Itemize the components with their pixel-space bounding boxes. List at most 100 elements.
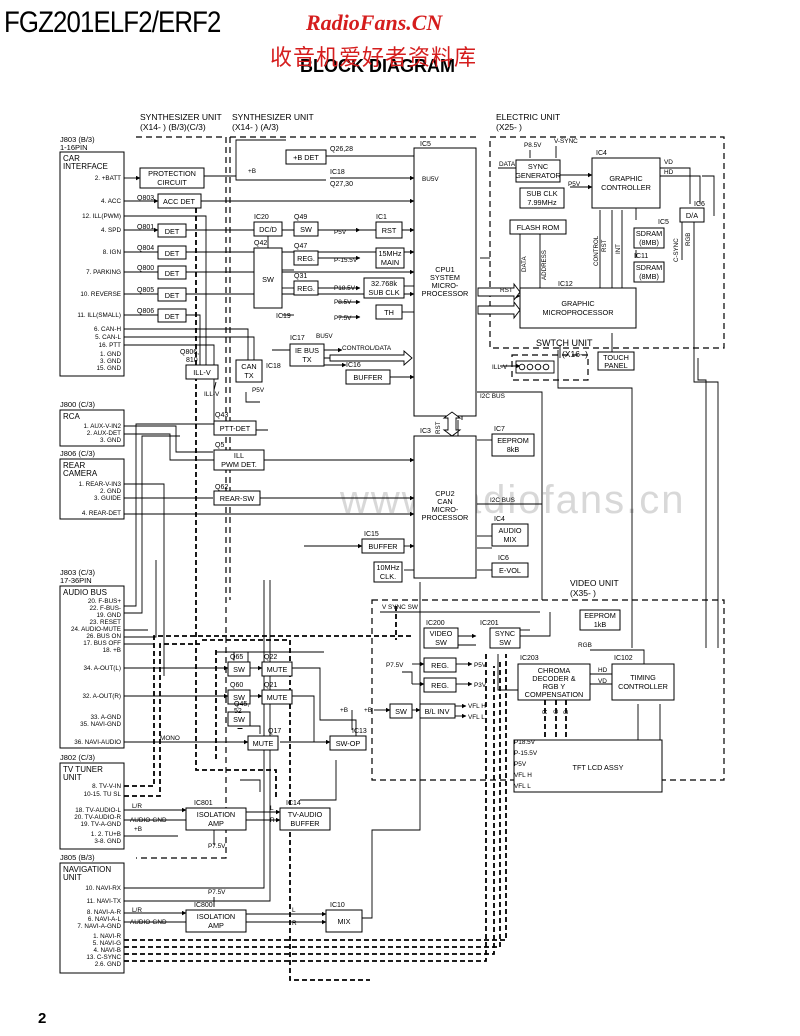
mute-label-q22: MUTE [267,665,288,674]
e-vol-label: E-VOL [499,566,521,575]
unit-labels: SYNTHESIZER UNIT (X14- ) (B/3)(C/3) SYNT… [140,112,619,598]
j803b-pin: 19. GND [97,612,122,619]
sig-rst-g: RST [500,287,513,294]
video-unit-sub: (X35- ) [570,588,596,598]
det-label: DET [165,227,180,236]
det-block-ign [157,245,187,260]
sw-block-q49 [293,221,319,237]
ill-pwm-label-2: PWM DET. [221,460,257,469]
touch-panel-block [597,351,635,371]
isolation-amp-label: ISOLATION [197,912,235,921]
ref-ic203: IC203 [520,655,539,662]
j806-pin: 3. GUIDE [94,495,121,502]
watermark-chinese: 收音机爱好者资料库 [270,46,478,71]
ref-q806-810: Q806, [180,349,199,356]
j802-pin: 1. 2. TU+B [91,831,121,838]
connector-j803-car-interface: J803 (B/3) 1-16PIN CAR INTERFACE 2. +BAT… [59,135,125,377]
sw-label-q42: SW [262,275,274,284]
j805-pin: 11. NAVI-TX [87,898,122,905]
ref-q801: Q801 [137,224,154,231]
j805-pin: 10. NAVI-RX [85,885,121,892]
sw-block-q60 [227,689,251,705]
ref-q47: Q47 [294,243,307,250]
sig-l-2: L [292,907,296,914]
j803b-pin: 22. F-BUS- [90,605,122,612]
ref-ic201: IC201 [480,620,499,627]
can-tx-block [235,359,263,383]
j803a-pin: 5. CAN-L [95,334,121,341]
j802-title-2: UNIT [63,773,82,782]
j803b-pin: 17. BUS OFF [83,640,121,647]
sig-ill-v: ILL-V [204,391,220,398]
connector-j800-rca: J800 (C/3) RCA 1. AUX-V-IN2 2. AUX-DET 3… [59,400,125,447]
protection-label-2: CIRCUIT [157,178,187,187]
ref-ic14: IC14 [286,800,301,807]
ref-ic200: IC200 [426,620,445,627]
j806-id: J806 (C/3) [60,449,96,458]
clk-10mhz-label: 10MHz [376,563,399,572]
cpu2-label: CPU2 [435,489,454,498]
ref-ic7: IC7 [494,426,505,433]
ref-ic19: IC19 [276,313,291,320]
det-block-parking [157,265,187,280]
cpu2-label-3: MICRO- [432,505,459,514]
sdram-label-2: (8MB) [639,272,659,281]
j803a-id-sub: 1-16PIN [60,143,88,152]
j803a-title: CAR [63,154,80,163]
j803a-title-2: INTERFACE [63,162,108,171]
reg-block-p5v [423,657,457,673]
sig-r-2: R [292,920,297,927]
mute-label-q17: MUTE [253,739,274,748]
cpu2-label-2: CAN [437,497,452,506]
sig-r-video: R [542,709,549,714]
j803b-id-sub: 17-36PIN [60,576,92,585]
sig-vfl-l: VFL L [468,714,485,721]
electric-unit-label: ELECTRIC UNIT [496,112,560,122]
sub-clk-799-label: SUB CLK [526,189,557,198]
eeprom-8k-label-2: 8kB [507,445,520,454]
sync-sw-label-2: SW [499,638,511,647]
ref-ic4-electric: IC4 [596,150,607,157]
sdram-block-ic11 [633,261,665,283]
j802-pin: 3-8. GND [94,838,121,845]
j800-title: RCA [63,412,81,421]
rst-block [375,221,403,239]
block-labels: PROTECTION CIRCUIT ACC DET DET DET DET D… [148,153,698,930]
sig-int: INT [615,244,622,254]
flash-rom-block [509,219,567,235]
sig-bu5v: BU5V [422,176,439,183]
ref-q806: Q806 [137,308,154,315]
ref-ic3: IC3 [420,428,431,435]
j805-pin: 7. NAVI-A-GND [77,923,121,930]
touch-panel-label-2: PANEL [604,361,627,370]
j803a-pin: 4. ACC [101,198,121,205]
sw-block-q42 [253,247,283,309]
j803a-pin: 11. ILL(SMALL) [77,312,121,319]
chroma-label: CHROMA [538,666,571,675]
sig-audio-gnd-2: AUDIO-GND [130,919,167,926]
sig-bplus-v: +B [364,707,372,714]
det-label: DET [165,291,180,300]
ill-pwm-det-block [213,449,265,471]
ie-bus-label: IE BUS [295,346,319,355]
model-title: FGZ201ELF2/ERF2 [4,6,221,39]
acc-det-block [157,193,202,209]
ref-ic801: IC801 [194,800,213,807]
watermark-site-name: RadioFans.CN [306,10,443,35]
j803a-pin: 8. IGN [103,249,122,256]
ref-ic15: IC15 [364,531,379,538]
j803b-pin: 32. A-OUT(R) [83,693,122,700]
sw-block-bl [389,703,413,719]
j805-pin: 6. NAVI-A-L [88,916,122,923]
center-watermark: www.radiofans.cn [340,478,686,522]
electric-unit-sub: (X25- ) [496,122,522,132]
ref-ic5: IC5 [420,141,431,148]
bl-inv-label: B/L INV [425,707,450,716]
sig-p75v: P7.5V [334,315,352,322]
mute-block-q21 [261,689,293,705]
mute-block-q17 [247,735,279,751]
main-osc-label-2: MAIN [381,258,399,267]
graphic-controller-block [591,157,661,209]
ptt-det-block [213,420,257,436]
